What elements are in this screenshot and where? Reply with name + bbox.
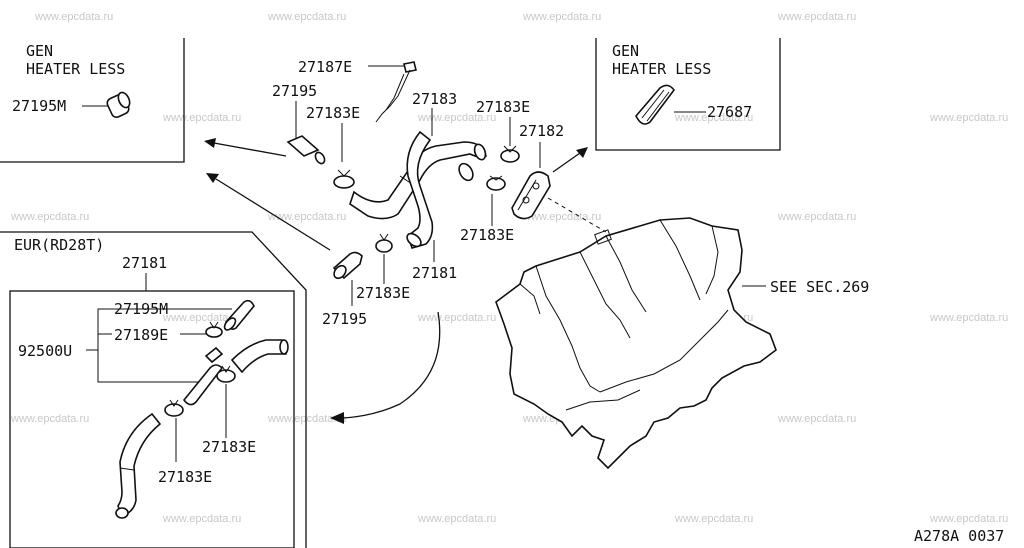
curved-arrow: [343, 311, 441, 419]
hose-connector-27195m-eur: [223, 299, 255, 331]
arrow-head: [576, 147, 588, 158]
heater-valve-27182: [511, 171, 551, 220]
clamp-27183e-eur-lower: [164, 399, 184, 417]
reference-arrows: [204, 138, 588, 251]
watermark: www.epcdata.ru: [522, 11, 601, 23]
part-label-27183e-eur-1: 27183E: [202, 438, 256, 456]
watermark: www.epcdata.ru: [674, 513, 753, 525]
hose-connector-27195-bottom: [332, 251, 363, 280]
part-label-27195-top: 27195: [272, 82, 317, 100]
part-label-27181-mid: 27181: [412, 264, 457, 282]
hose-eur-short: [230, 339, 289, 374]
part-label-27183e-mid: 27183E: [356, 284, 410, 302]
clamp-27183e-right: [500, 145, 520, 163]
strap-27187e: [375, 69, 411, 123]
eur-rd28t-box: EUR(RD28T) 27181 27195M 27189E 92500U: [0, 231, 307, 548]
hose-connector-27195m: [106, 91, 131, 119]
gasket-27687: [635, 84, 676, 125]
clamp-27183e-lower-right: [486, 175, 506, 191]
part-label-27195m: 27195M: [12, 97, 66, 115]
part-label-27183e-lower-right: 27183E: [460, 226, 514, 244]
box-title: EUR(RD28T): [14, 236, 104, 254]
part-label-27189e-eur: 27189E: [114, 326, 168, 344]
watermark: www.epcdata.ru: [777, 413, 856, 425]
alignment-line: [547, 197, 607, 233]
clamp-27189e-eur: [205, 321, 223, 338]
part-label-27187e: 27187E: [298, 58, 352, 76]
box-border: [595, 38, 781, 151]
watermark: www.epcdata.ru: [929, 112, 1008, 124]
arrow-head: [330, 412, 344, 424]
arrow-head: [204, 138, 216, 148]
pipe-eur: [182, 346, 224, 406]
watermark: www.epcdata.ru: [162, 312, 241, 324]
watermark: www.epcdata.ru: [929, 513, 1008, 525]
clamp-27183e-top: [333, 169, 355, 189]
part-label-27195m-eur: 27195M: [114, 300, 168, 318]
watermark: www.epcdata.ru: [522, 211, 601, 223]
part-label-27183: 27183: [412, 90, 457, 108]
gen-heater-less-right-box: GEN HEATER LESS 27687: [595, 38, 781, 151]
watermark: www.epcdata.ru: [267, 211, 346, 223]
part-label-27687: 27687: [707, 103, 752, 121]
watermark: www.epcdata.ru: [417, 513, 496, 525]
box-border: [0, 231, 307, 548]
diagram-code: A278A 0037: [914, 527, 1004, 545]
hose-27181: [406, 130, 434, 249]
inner-box: [9, 290, 295, 548]
box-title-line2: HEATER LESS: [612, 60, 711, 78]
clip-27187e: [403, 61, 417, 73]
box-title-line1: GEN: [26, 42, 53, 60]
arrow-head: [206, 173, 219, 183]
watermark: www.epcdata.ru: [267, 11, 346, 23]
watermark: www.epcdata.ru: [34, 11, 113, 23]
watermark: www.epcdata.ru: [777, 11, 856, 23]
watermark: www.epcdata.ru: [10, 413, 89, 425]
center-assembly: 27187E 27195 27183E 27183: [272, 58, 607, 424]
watermark: www.epcdata.ru: [10, 211, 89, 223]
watermark: www.epcdata.ru: [162, 112, 241, 124]
part-label-27181-eur: 27181: [122, 254, 167, 272]
hose-eur-long: [115, 412, 162, 519]
part-label-27195-bottom: 27195: [322, 310, 367, 328]
part-label-27183e-top: 27183E: [306, 104, 360, 122]
part-label-27183e-eur-2: 27183E: [158, 468, 212, 486]
watermark: www.epcdata.ru: [929, 312, 1008, 324]
see-section-label: SEE SEC.269: [770, 278, 869, 296]
engine-block: [495, 217, 777, 470]
watermark: www.epcdata.ru: [417, 112, 496, 124]
watermark: www.epcdata.ru: [162, 513, 241, 525]
part-label-92500u-eur: 92500U: [18, 342, 72, 360]
gen-heater-less-left-box: GEN HEATER LESS 27195M: [0, 38, 185, 163]
box-title-line1: GEN: [612, 42, 639, 60]
part-label-27182: 27182: [519, 122, 564, 140]
box-border: [0, 38, 185, 163]
watermark: www.epcdata.ru: [777, 211, 856, 223]
watermark: www.epcdata.ru: [417, 312, 496, 324]
box-title-line2: HEATER LESS: [26, 60, 125, 78]
hose-connector-27195-top: [286, 135, 326, 165]
watermark: www.epcdata.ru: [674, 112, 753, 124]
part-label-27183e-right: 27183E: [476, 98, 530, 116]
clamp-27183e-mid: [375, 233, 393, 253]
clamp-27183e-eur-upper: [216, 365, 236, 383]
